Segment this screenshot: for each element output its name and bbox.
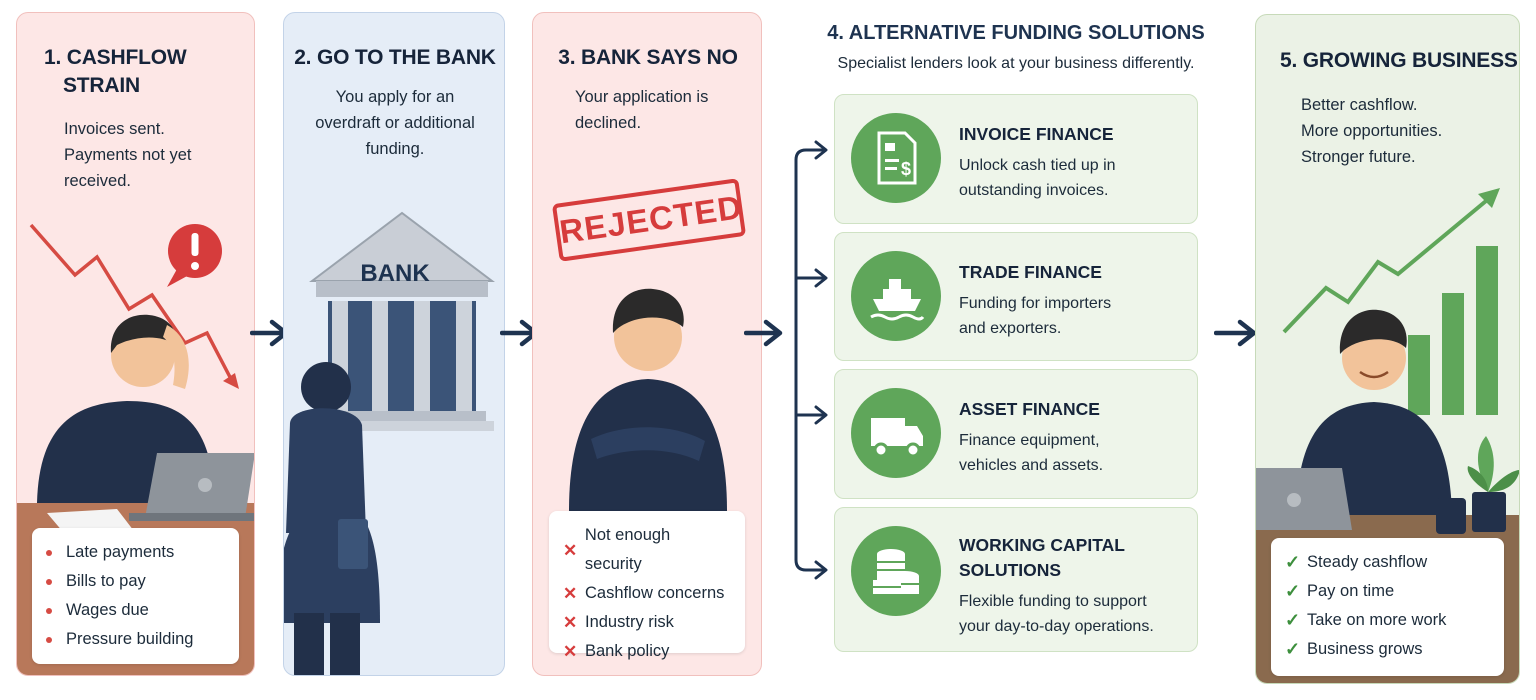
step-1-title: 1. CASHFLOW STRAIN <box>44 46 187 97</box>
rejected-person-illustration <box>569 288 727 511</box>
list-item: Bills to pay <box>46 567 225 596</box>
step-2-panel: 2. GO TO THE BANK You apply for an overd… <box>283 12 505 676</box>
list-item: ✓Pay on time <box>1285 577 1490 606</box>
list-item: ✕Cashflow concerns <box>563 579 731 608</box>
growth-bar <box>1476 246 1498 415</box>
invoice-icon: $ <box>877 131 917 185</box>
funding-option-invoice-finance: $ INVOICE FINANCE Unlock cash tied up in… <box>834 94 1198 224</box>
x-icon: ✕ <box>563 642 578 661</box>
x-icon: ✕ <box>563 584 578 603</box>
list-item: Pressure building <box>46 625 225 654</box>
list-item: Late payments <box>46 538 225 567</box>
list-item: ✓Take on more work <box>1285 606 1490 635</box>
arrow-right-icon <box>1214 319 1257 347</box>
x-icon: ✕ <box>563 540 578 560</box>
step-3-description: Your application is declined. <box>575 88 709 132</box>
laptop <box>1256 468 1352 530</box>
step-3-list: ✕Not enough security ✕Cashflow concerns … <box>549 511 745 661</box>
step-2-description: You apply for an overdraft or additional… <box>315 88 475 158</box>
growth-bar <box>1408 335 1430 415</box>
branch-connector <box>794 140 828 580</box>
crossed-arms <box>591 427 705 461</box>
arrow-right-icon <box>744 319 783 347</box>
check-icon: ✓ <box>1285 639 1301 659</box>
x-icon: ✕ <box>563 613 578 632</box>
falling-trend-line <box>29 223 233 380</box>
funding-option-working-capital: WORKING CAPITAL SOLUTIONS Flexible fundi… <box>834 507 1198 652</box>
list-item: ✓Business grows <box>1285 635 1490 664</box>
bank-building-illustration <box>284 211 495 675</box>
step-3-title: 3. BANK SAYS NO <box>558 46 738 69</box>
funding-option-asset-finance: ASSET FINANCE Finance equipment, vehicle… <box>834 369 1198 499</box>
svg-text:$: $ <box>901 159 911 179</box>
rejected-stamp: REJECTED <box>551 178 747 262</box>
step-4-subtitle: Specialist lenders look at your business… <box>837 55 1195 72</box>
list-item: ✕Industry risk <box>563 608 731 637</box>
step-1-description: Invoices sent. Payments not yet received… <box>64 120 192 190</box>
coins-icon <box>873 549 919 594</box>
list-item: ✓Steady cashflow <box>1285 548 1490 577</box>
check-icon: ✓ <box>1285 552 1301 572</box>
list-item: Wages due <box>46 596 225 625</box>
step-1-panel: 1. CASHFLOW STRAIN Invoices sent. Paymen… <box>16 12 255 676</box>
truck-icon <box>871 418 923 458</box>
check-icon: ✓ <box>1285 610 1301 630</box>
funding-option-trade-finance: TRADE FINANCE Funding for importers and … <box>834 232 1198 361</box>
growth-bar <box>1442 293 1464 415</box>
step-1-list: Late payments Bills to pay Wages due Pre… <box>32 528 239 664</box>
step-5-description: Better cashflow. More opportunities. Str… <box>1301 96 1443 166</box>
alert-icon <box>167 224 222 287</box>
step-2-title: 2. GO TO THE BANK <box>294 46 496 69</box>
bank-sign: BANK <box>360 260 430 287</box>
mug <box>1436 498 1466 534</box>
step-4-title: 4. ALTERNATIVE FUNDING SOLUTIONS <box>827 22 1205 44</box>
step-5-panel: 5. GROWING BUSINESS Better cashflow. Mor… <box>1255 14 1520 684</box>
ship-icon <box>870 279 925 321</box>
folder <box>338 519 368 569</box>
step-5-title: 5. GROWING BUSINESS <box>1280 49 1518 72</box>
list-item: ✕Not enough security <box>563 526 671 573</box>
rising-trend-line <box>1282 194 1494 334</box>
plant-icon <box>1467 436 1519 532</box>
list-item: ✕Bank policy <box>563 637 731 666</box>
step-5-list: ✓Steady cashflow ✓Pay on time ✓Take on m… <box>1271 538 1504 676</box>
check-icon: ✓ <box>1285 581 1301 601</box>
step-3-panel: 3. BANK SAYS NO Your application is decl… <box>532 12 762 676</box>
